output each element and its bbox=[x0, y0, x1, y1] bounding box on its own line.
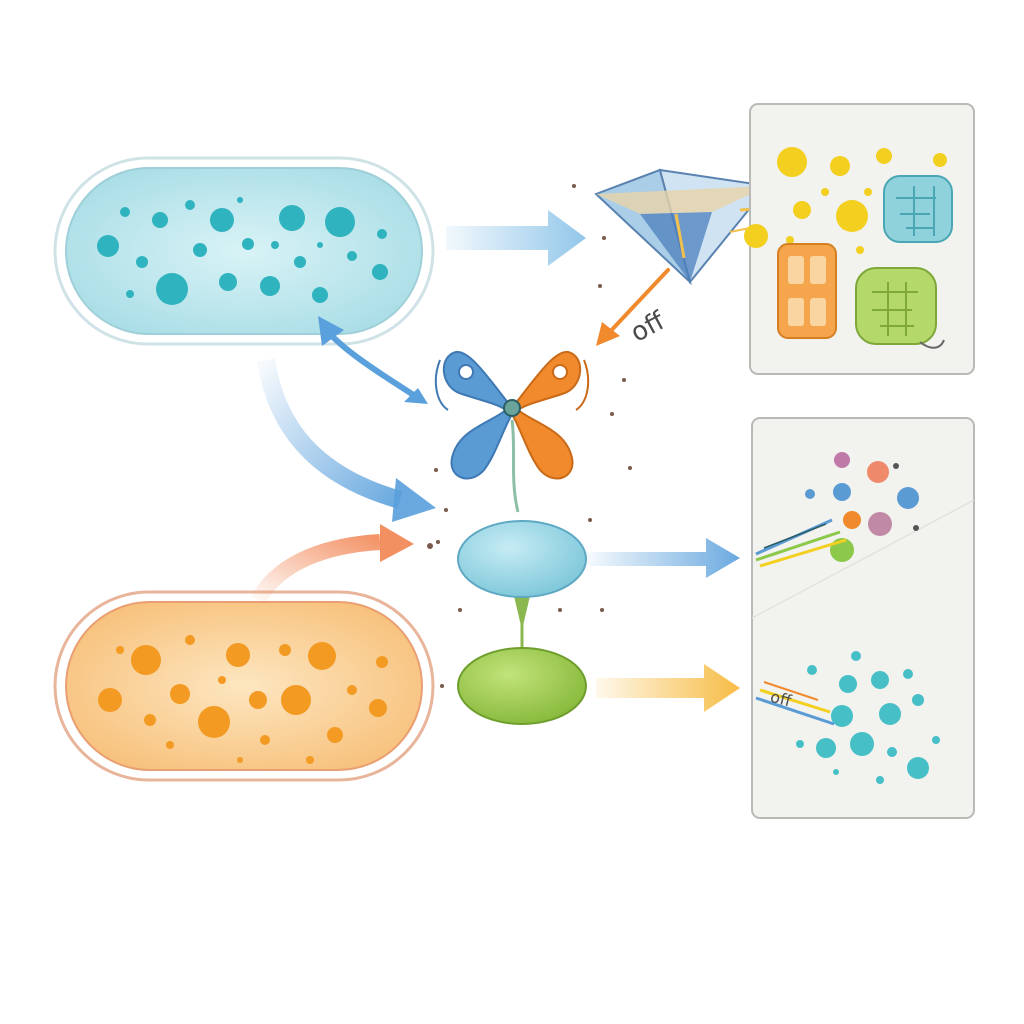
blue-cell-dots bbox=[97, 197, 388, 305]
streak-lines-lower bbox=[755, 681, 835, 726]
upper-switch-label: off bbox=[626, 306, 671, 349]
orange-cell bbox=[53, 590, 435, 782]
triangular-prism-icon bbox=[594, 168, 801, 286]
arrow-orange-cell-to-node bbox=[250, 524, 414, 605]
stalk-regulator-to-node bbox=[510, 419, 520, 513]
yellow-particles bbox=[744, 147, 947, 254]
blue-cell bbox=[53, 156, 435, 346]
orange-block-icon bbox=[777, 243, 837, 339]
teal-chip-icon bbox=[883, 175, 953, 243]
particle-dispersion-panel bbox=[755, 651, 940, 784]
green-node bbox=[457, 647, 587, 725]
speck-particles bbox=[427, 184, 632, 688]
blue-node bbox=[457, 520, 587, 598]
arrow-green-node-to-panel bbox=[596, 664, 740, 712]
connector-blue-to-green bbox=[514, 596, 530, 648]
molecule-release-panel bbox=[751, 417, 975, 819]
lower-switch-label: off bbox=[768, 687, 794, 711]
arrow-blue-node-to-panel bbox=[586, 538, 740, 578]
orange-cell-dots bbox=[98, 635, 388, 764]
teal-particles bbox=[796, 651, 940, 784]
x-shaped-regulator-icon bbox=[434, 350, 590, 480]
protein-particles-panel bbox=[744, 103, 975, 375]
arrow-cell-to-node bbox=[257, 358, 436, 522]
streak-lines bbox=[755, 518, 847, 568]
colored-molecules bbox=[805, 452, 919, 562]
arrow-regulator-to-cell bbox=[318, 316, 428, 404]
arrow-prism-to-regulator bbox=[596, 268, 670, 346]
green-chip-icon bbox=[855, 267, 937, 345]
arrow-cell-to-prism bbox=[446, 210, 586, 266]
